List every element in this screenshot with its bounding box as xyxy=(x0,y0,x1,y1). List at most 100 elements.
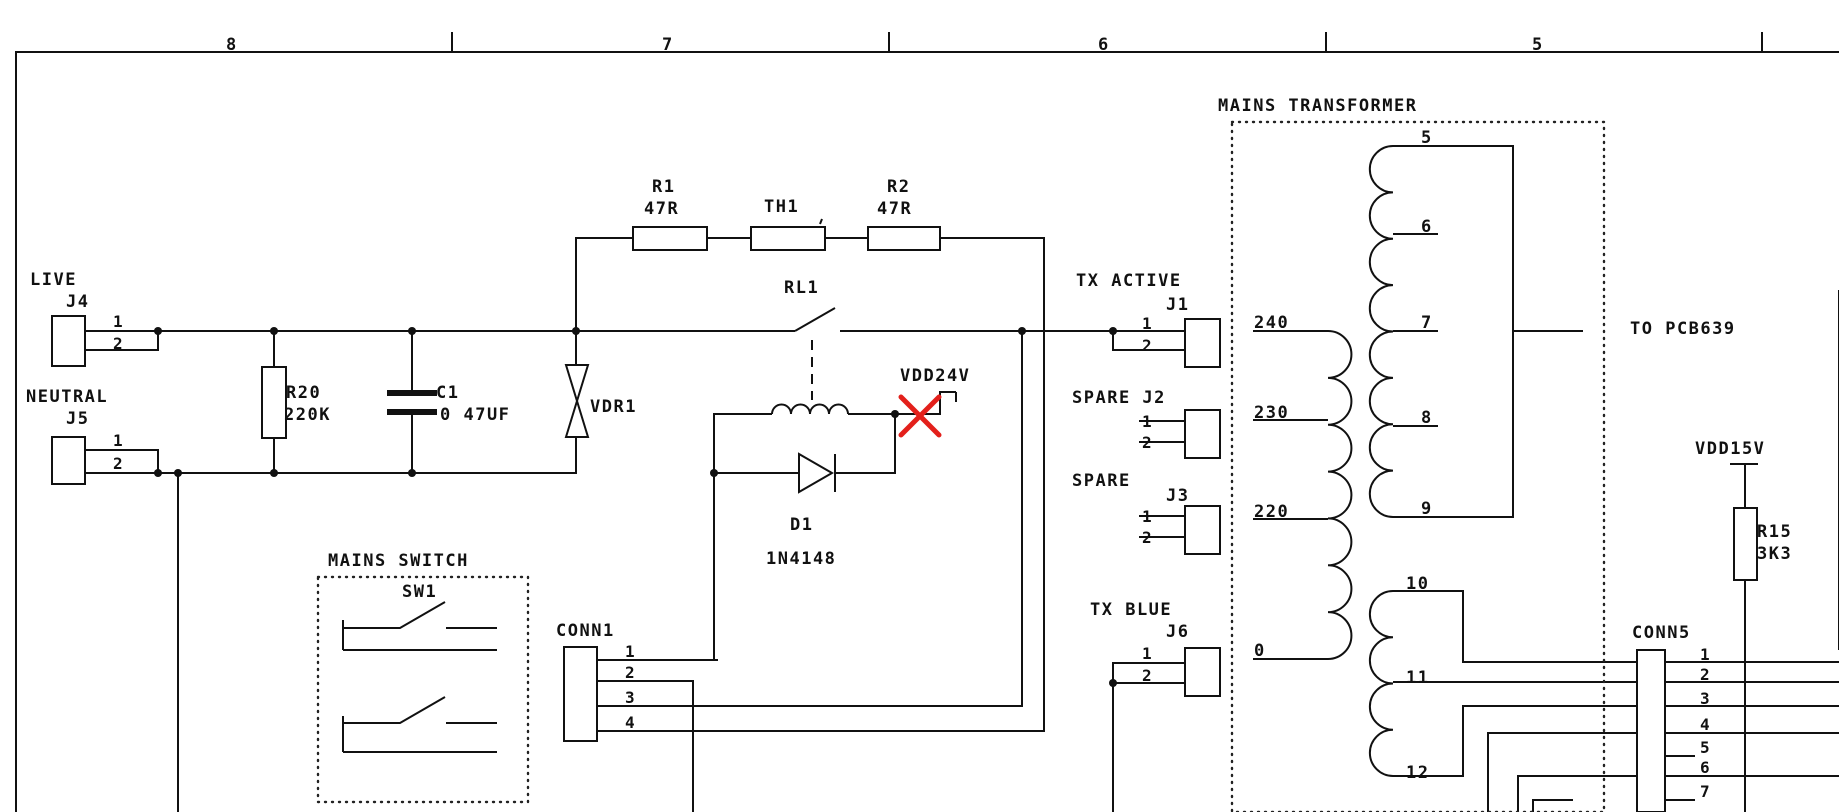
c1-ref: C1 xyxy=(436,383,459,403)
conn5-pin-5: 5 xyxy=(1700,738,1711,757)
varistor-vdr1: VDR1 xyxy=(564,364,637,438)
conn5-pin-1: 1 xyxy=(1700,645,1711,664)
tap-6: 6 xyxy=(1421,217,1433,237)
wires xyxy=(158,145,1839,812)
j3-pin-2: 2 xyxy=(1142,528,1153,547)
supply-vdd24v: VDD24V xyxy=(900,366,970,402)
tap-12: 12 xyxy=(1406,763,1429,783)
conn5-pin-2: 2 xyxy=(1700,665,1711,684)
j3-pin-1: 1 xyxy=(1142,507,1153,526)
conn5-pin-7: 7 xyxy=(1700,782,1711,801)
j5-pin-2: 2 xyxy=(113,454,124,473)
j4-pin-2: 2 xyxy=(113,334,124,353)
grid-col-5: 5 xyxy=(1532,35,1544,55)
to-pcb639-label: TO PCB639 xyxy=(1630,319,1736,339)
r2-ref: R2 xyxy=(887,177,910,197)
connector-j6-tx-blue: TX BLUE J6 1 2 xyxy=(1090,600,1221,697)
r15-value: 3K3 xyxy=(1757,544,1792,564)
vdd15v-label: VDD15V xyxy=(1695,439,1765,459)
d1-value: 1N4148 xyxy=(766,549,836,569)
live-label: LIVE xyxy=(30,270,77,290)
conn5-pin-6: 6 xyxy=(1700,758,1711,777)
conn5-pin-4: 4 xyxy=(1700,715,1711,734)
primary-winding xyxy=(1327,330,1353,660)
tap-240: 240 xyxy=(1254,313,1289,333)
no-connect-marker xyxy=(898,394,942,438)
j1-pin-2: 2 xyxy=(1142,336,1153,355)
relay-rl1: RL1 xyxy=(771,278,849,415)
tap-8: 8 xyxy=(1421,408,1433,428)
j6-ref: J6 xyxy=(1166,622,1189,642)
c1-value: 0 47UF xyxy=(440,405,510,425)
transformer-title: MAINS TRANSFORMER xyxy=(1218,96,1418,116)
resistor-r1: R1 47R xyxy=(632,177,708,251)
tap-11: 11 xyxy=(1406,668,1429,688)
d1-ref: D1 xyxy=(790,515,813,535)
neutral-label: NEUTRAL xyxy=(26,387,108,407)
conn1-pin-2: 2 xyxy=(625,663,636,682)
tap-7: 7 xyxy=(1421,313,1433,333)
j4-ref: J4 xyxy=(66,292,89,312)
tap-230: 230 xyxy=(1254,403,1289,423)
tap-0: 0 xyxy=(1254,641,1266,661)
j5-pin-1: 1 xyxy=(113,431,124,450)
resistor-r15: R15 3K3 xyxy=(1733,507,1792,581)
connector-j4-live: LIVE J4 1 2 xyxy=(30,270,159,367)
tap-9: 9 xyxy=(1421,499,1433,519)
connector-j2-spare: SPARE J2 1 2 xyxy=(1072,388,1221,459)
j2-label: SPARE J2 xyxy=(1072,388,1166,408)
grid-col-8: 8 xyxy=(226,35,238,55)
r20-ref: R20 xyxy=(286,383,321,403)
capacitor-c1: C1 0 47UF xyxy=(387,383,510,425)
tap-5: 5 xyxy=(1421,128,1433,148)
j3-ref: J3 xyxy=(1166,486,1189,506)
conn1-pin-4: 4 xyxy=(625,713,636,732)
vdr1-ref: VDR1 xyxy=(590,397,637,417)
resistor-r20: R20 220K xyxy=(261,366,331,439)
aux-winding xyxy=(1368,590,1394,777)
conn1-pin-1: 1 xyxy=(625,642,636,661)
j1-pin-1: 1 xyxy=(1142,314,1153,333)
junctions xyxy=(154,327,1117,687)
j6-pin-2: 2 xyxy=(1142,666,1153,685)
vdd24v-label: VDD24V xyxy=(900,366,970,386)
j6-pin-1: 1 xyxy=(1142,644,1153,663)
supply-vdd15v: VDD15V xyxy=(1695,439,1765,459)
j3-label: SPARE xyxy=(1072,471,1131,491)
connector-conn5: CONN5 1 2 3 4 5 6 7 xyxy=(1632,623,1711,812)
mains-transformer: MAINS TRANSFORMER 240 230 220 0 5 6 7 8 … xyxy=(1218,96,1606,812)
j1-ref: J1 xyxy=(1166,295,1189,315)
r1-value: 47R xyxy=(644,199,679,219)
j2-pin-2: 2 xyxy=(1142,433,1153,452)
grid-col-7: 7 xyxy=(662,35,674,55)
thermistor-th1: TH1 xyxy=(750,197,826,251)
r2-value: 47R xyxy=(877,199,912,219)
r20-value: 220K xyxy=(284,405,331,425)
connector-j5-neutral: NEUTRAL J5 1 2 xyxy=(26,387,159,485)
mains-switch-title: MAINS SWITCH xyxy=(328,551,469,571)
conn5-ref: CONN5 xyxy=(1632,623,1691,643)
j2-pin-1: 1 xyxy=(1142,412,1153,431)
grid-col-6: 6 xyxy=(1098,35,1110,55)
diode-d1: D1 1N4148 xyxy=(766,452,836,569)
connector-j1-tx-active: TX ACTIVE J1 1 2 xyxy=(1076,271,1221,368)
connector-j3-spare: SPARE J3 1 2 xyxy=(1072,471,1221,555)
conn1-pin-3: 3 xyxy=(625,688,636,707)
rl1-ref: RL1 xyxy=(784,278,819,298)
sw1-ref: SW1 xyxy=(402,582,437,602)
connector-conn1: CONN1 1 2 3 4 xyxy=(556,621,636,742)
tap-220: 220 xyxy=(1254,502,1289,522)
th1-ref: TH1 xyxy=(764,197,799,217)
r15-ref: R15 xyxy=(1757,522,1792,542)
j1-label: TX ACTIVE xyxy=(1076,271,1182,291)
sheet-border: 8 7 6 5 xyxy=(15,32,1839,812)
j6-label: TX BLUE xyxy=(1090,600,1172,620)
resistor-r2: R2 47R xyxy=(867,177,941,251)
tap-10: 10 xyxy=(1406,574,1429,594)
j5-ref: J5 xyxy=(66,409,89,429)
conn1-ref: CONN1 xyxy=(556,621,615,641)
r1-ref: R1 xyxy=(652,177,675,197)
secondary-winding xyxy=(1368,145,1394,518)
mains-switch-sw1: MAINS SWITCH SW1 xyxy=(316,551,530,804)
